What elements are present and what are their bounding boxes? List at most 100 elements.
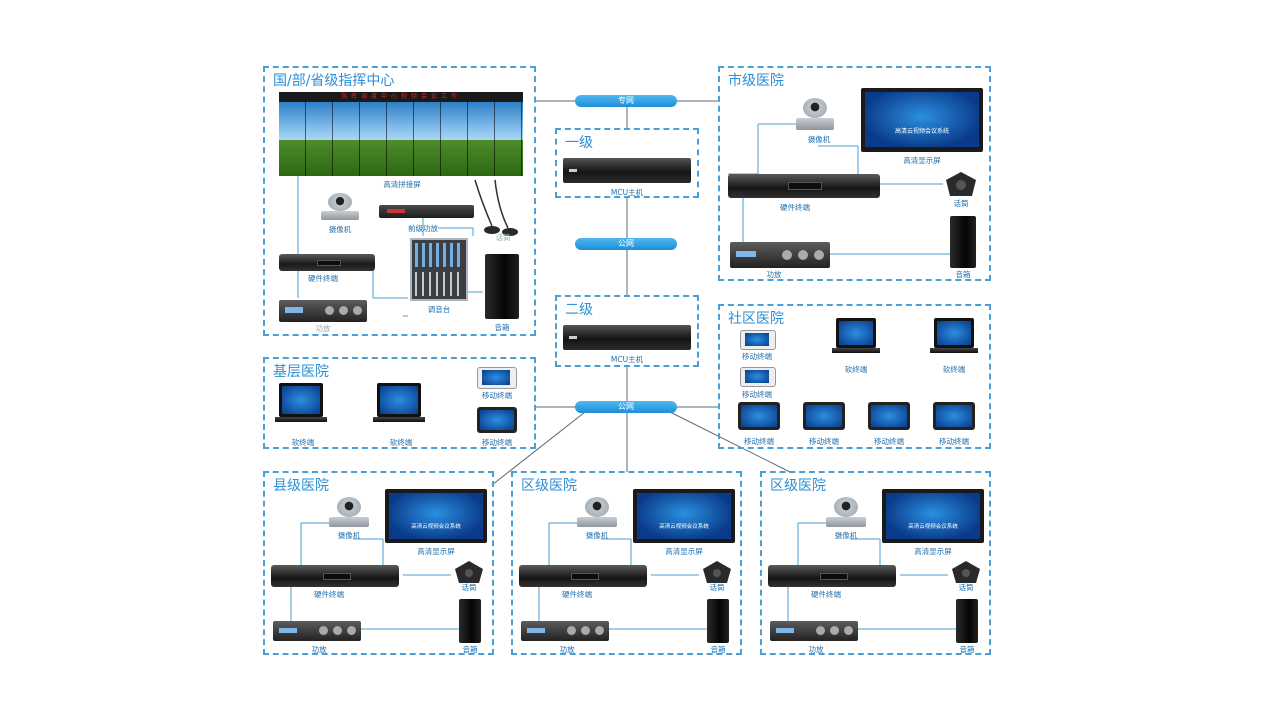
- city-hospital-wires: [728, 123, 950, 255]
- tablet-icon: [868, 402, 910, 430]
- hardware-terminal-label: 硬件终端: [811, 590, 841, 599]
- preamp-icon: [379, 205, 474, 218]
- amplifier-icon: [730, 242, 830, 268]
- mobile-terminal-label: 移动终端: [744, 437, 774, 446]
- preamp-label: 前级功放: [408, 224, 438, 233]
- mcu-host-label: MCU主机: [610, 188, 644, 197]
- amplifier-label: 功放: [808, 645, 824, 654]
- mobile-terminal-label: 移动终端: [742, 390, 772, 399]
- tablet-icon: [803, 402, 845, 430]
- amplifier-icon: [273, 621, 361, 641]
- soft-terminal-label: 软终端: [291, 438, 315, 447]
- display-label: 高清显示屏: [665, 547, 703, 556]
- district-hospital-2-wires: [787, 522, 956, 630]
- display-label: 高清显示屏: [903, 156, 941, 165]
- hardware-terminal-label: 硬件终端: [562, 590, 592, 599]
- county-hospital-wires: [290, 522, 459, 630]
- amplifier-icon: [770, 621, 858, 641]
- mic-label: 话筒: [958, 583, 974, 592]
- laptop-icon: [373, 383, 425, 431]
- hardware-terminal-icon: [728, 174, 880, 198]
- display-label: 高清显示屏: [417, 547, 455, 556]
- display-screen-icon: 高清云视频会议系统: [861, 88, 983, 152]
- speaker-label: 音箱: [710, 645, 726, 654]
- display-text: 高清云视频会议系统: [659, 524, 709, 530]
- mic-label: 话筒: [461, 583, 477, 592]
- mic-label: 话筒: [953, 199, 969, 208]
- mic-icon: [946, 172, 976, 196]
- mic-icon: [703, 561, 731, 583]
- private-network-node: 专网: [575, 95, 677, 107]
- hardware-terminal-icon: [279, 254, 375, 271]
- mcu-host-icon: [563, 158, 691, 183]
- region-title: 社区医院: [728, 311, 784, 327]
- speaker-label: 音箱: [462, 645, 478, 654]
- mcu-host-label: MCU主机: [610, 355, 644, 364]
- amplifier-label: 功放: [315, 324, 331, 333]
- amplifier-icon: [521, 621, 609, 641]
- public-network-node-2: 公网: [575, 401, 677, 413]
- camera-icon: [577, 497, 617, 529]
- amplifier-icon: [279, 300, 367, 322]
- district-hospital-1-wires: [538, 522, 707, 630]
- display-text: 高清云视频会议系统: [908, 524, 958, 530]
- display-label: 高清显示屏: [914, 547, 952, 556]
- region-city-hospital: 市级医院 摄像机 高清云视频会议系统 高清显示屏 硬件终端 话筒 功: [718, 66, 991, 281]
- camera-icon: [321, 193, 359, 221]
- speaker-icon: [956, 599, 978, 643]
- region-title: 市级医院: [728, 73, 784, 89]
- region-title: 区级医院: [770, 478, 826, 494]
- mixer-label: 调音台: [427, 305, 451, 314]
- tablet-icon: [738, 402, 780, 430]
- mobile-terminal-label: 移动终端: [482, 438, 512, 447]
- hardware-terminal-label: 硬件终端: [314, 590, 344, 599]
- speaker-label: 音箱: [955, 270, 971, 279]
- laptop-icon: [832, 318, 880, 362]
- region-level1: 一级 MCU主机: [555, 128, 699, 198]
- region-grassroots-hospital: 基层医院 软终端 软终端 移动终端 移动终端: [263, 357, 536, 449]
- hardware-terminal-label: 硬件终端: [780, 203, 810, 212]
- mobile-terminal-icon: [477, 367, 517, 389]
- mobile-terminal-label: 移动终端: [809, 437, 839, 446]
- mobile-terminal-icon: [740, 330, 776, 350]
- hardware-terminal-label: 硬件终端: [308, 274, 338, 283]
- mcu-host-icon: [563, 325, 691, 350]
- speaker-icon: [485, 254, 519, 319]
- mobile-terminal-label: 移动终端: [742, 352, 772, 361]
- video-wall-label: 高清拼接屏: [383, 180, 421, 189]
- mic-label: 话筒: [709, 583, 725, 592]
- amplifier-label: 功放: [311, 645, 327, 654]
- amplifier-label: 功放: [559, 645, 575, 654]
- region-level2: 二级 MCU主机: [555, 295, 699, 367]
- camera-label: 摄像机: [585, 531, 609, 540]
- laptop-icon: [275, 383, 327, 431]
- laptop-icon: [930, 318, 978, 362]
- mic-label: 话筒: [495, 233, 511, 242]
- region-title: 基层医院: [273, 364, 329, 380]
- mobile-terminal-label: 移动终端: [939, 437, 969, 446]
- speaker-label: 音箱: [494, 323, 510, 332]
- camera-icon: [329, 497, 369, 529]
- region-command-center: 国/部/省级指挥中心 指挥调度中心视频会议工作 高清拼接屏 摄像机 前级功放: [263, 66, 536, 336]
- region-county-hospital: 县级医院 摄像机 高清云视频会议系统 高清显示屏 硬件终端 话筒 功放 音箱: [263, 471, 494, 655]
- region-title: 县级医院: [273, 478, 329, 494]
- microphone-icon: [474, 179, 518, 236]
- soft-terminal-label: 软终端: [844, 365, 868, 374]
- region-community-hospital: 社区医院 移动终端 移动终端 软终端 软终端 移动终端 移动终端 移动终端 移动…: [718, 304, 991, 449]
- mobile-terminal-icon: [740, 367, 776, 387]
- mic-icon: [455, 561, 483, 583]
- camera-label: 摄像机: [328, 225, 352, 234]
- hardware-terminal-icon: [519, 565, 647, 587]
- camera-label: 摄像机: [834, 531, 858, 540]
- tablet-icon: [477, 407, 517, 433]
- display-screen-icon: 高清云视频会议系统: [882, 489, 984, 543]
- display-text: 高清云视频会议系统: [894, 128, 949, 135]
- camera-label: 摄像机: [337, 531, 361, 540]
- mobile-terminal-label: 移动终端: [482, 391, 512, 400]
- mic-icon: [952, 561, 980, 583]
- video-wall: 指挥调度中心视频会议工作: [279, 92, 523, 176]
- region-title: 区级医院: [521, 478, 577, 494]
- region-title: 二级: [565, 302, 593, 318]
- speaker-icon: [950, 216, 976, 268]
